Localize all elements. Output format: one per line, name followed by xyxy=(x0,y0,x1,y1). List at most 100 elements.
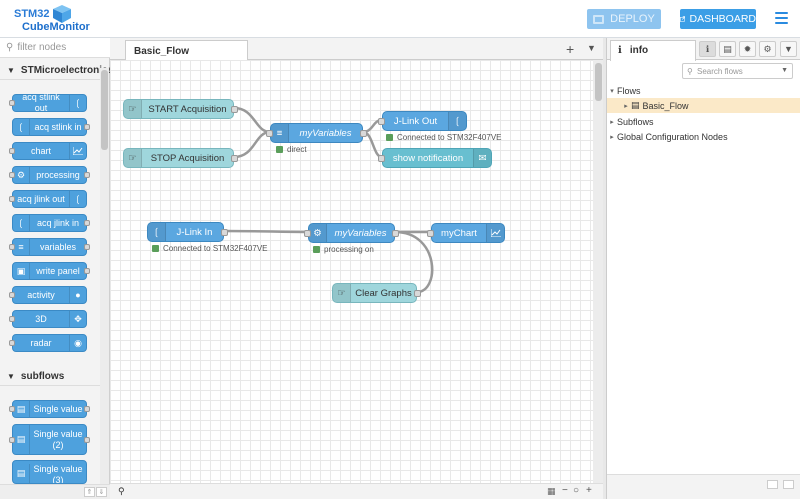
sidebar-tabs: ℹ info ℹ ▤ ✹ ⚙ ▼ xyxy=(607,38,800,60)
flow-node-show-notification[interactable]: show notification ✉ xyxy=(382,148,492,168)
palette-scrollbar[interactable] xyxy=(100,68,109,488)
expand-all-icon[interactable]: ⇓ xyxy=(96,487,107,497)
node-palette: ⚲ filter nodes ▼ STMicroelectronics acq … xyxy=(0,38,110,499)
tree-item-flows[interactable]: ▾ Flows xyxy=(607,83,800,98)
chevron-down-icon: ▼ xyxy=(7,66,15,75)
list-icon: ≡ xyxy=(271,124,289,142)
dashboard-label: DASHBOARD xyxy=(689,13,756,25)
node-label: START Acquisition xyxy=(142,104,233,115)
map-icon[interactable]: ▦ xyxy=(547,486,556,497)
flow-node-jlink-in[interactable]: ❲ J-Link In xyxy=(147,222,224,242)
collapse-all-icon[interactable]: ⇑ xyxy=(84,487,95,497)
wave-icon: ❲ xyxy=(69,191,86,207)
search-icon[interactable]: ⚲ xyxy=(118,486,125,497)
tab-label: info xyxy=(630,45,648,61)
palette-node-radar[interactable]: radar ◉ xyxy=(12,334,87,352)
hand-icon: ☞ xyxy=(124,149,142,167)
deploy-button[interactable]: DEPLOY xyxy=(587,9,661,29)
sidebar-footer xyxy=(607,474,800,499)
palette-footer: ⇑ ⇓ xyxy=(0,484,110,499)
tree-item-basic-flow[interactable]: ▸ ▤ Basic_Flow xyxy=(607,98,800,113)
deploy-icon xyxy=(593,15,604,24)
filter-placeholder: filter nodes xyxy=(17,42,66,53)
wave-icon: ❲ xyxy=(13,119,30,135)
category-subflows[interactable]: ▼ subflows xyxy=(0,368,100,386)
tab-info[interactable]: ℹ info xyxy=(610,40,696,61)
search-flows-input[interactable]: ⚲ Search flows ▼ xyxy=(682,63,793,79)
wave-icon: ❲ xyxy=(69,95,86,111)
flow-canvas[interactable]: ☞ START Acquisition ☞ STOP Acquisition ≡… xyxy=(110,60,593,486)
palette-node-activity[interactable]: activity ● xyxy=(12,286,87,304)
bug-icon[interactable]: ✹ xyxy=(739,41,756,57)
subflow-icon: ▤ xyxy=(13,425,30,454)
jlink-in-status: Connected to STM32F407VE xyxy=(152,244,268,253)
tree-item-subflows[interactable]: ▸ Subflows xyxy=(607,114,800,129)
palette-node-variables[interactable]: ≡ variables xyxy=(12,238,87,256)
subflow-icon: ▤ xyxy=(13,464,30,483)
book-icon[interactable]: ▤ xyxy=(719,41,736,57)
flow-node-stop-acquisition[interactable]: ☞ STOP Acquisition xyxy=(123,148,234,168)
palette-node-chart[interactable]: chart xyxy=(12,142,87,160)
wave-icon: ❲ xyxy=(13,215,30,231)
expand-icon[interactable] xyxy=(783,480,794,489)
node-label: Single value (2) xyxy=(30,429,86,451)
palette-node-acq-stlink-in[interactable]: ❲ acq stlink in xyxy=(12,118,87,136)
chart-icon xyxy=(486,224,504,242)
tab-basic-flow[interactable]: Basic_Flow xyxy=(125,40,248,61)
myvariables-2-status: processing on xyxy=(313,245,374,254)
filter-nodes-input[interactable]: ⚲ filter nodes xyxy=(0,38,110,58)
palette-node-processing[interactable]: ⚙ processing xyxy=(12,166,87,184)
flow-icon: ▤ xyxy=(631,100,640,111)
chevron-down-icon: ▼ xyxy=(781,67,788,74)
zoom-out-icon[interactable]: − xyxy=(562,485,568,496)
hand-icon: ☞ xyxy=(333,284,351,302)
flow-node-mychart[interactable]: myChart xyxy=(431,223,505,243)
palette-node-acq-jlink-out[interactable]: acq jlink out ❲ xyxy=(12,190,87,208)
gear-icon[interactable]: ⚙ xyxy=(759,41,776,57)
search-icon: ⚲ xyxy=(687,67,693,76)
chevron-right-icon: ▸ xyxy=(607,133,617,141)
tab-menu-icon[interactable]: ▼ xyxy=(587,43,596,53)
pin-icon[interactable] xyxy=(767,480,778,489)
node-label: processing xyxy=(30,170,86,181)
tree-label: Flows xyxy=(617,86,641,96)
zoom-in-icon[interactable]: + xyxy=(586,485,592,496)
subflow-icon: ▤ xyxy=(13,401,30,417)
node-label: acq jlink out xyxy=(13,194,69,205)
target-icon: ◉ xyxy=(69,335,86,351)
zoom-reset-icon[interactable]: ○ xyxy=(573,485,579,496)
hamburger-menu-icon[interactable] xyxy=(775,12,788,24)
expand-icon: ✥ xyxy=(69,311,86,327)
logo-line1: STM32 xyxy=(14,8,49,20)
flow-node-start-acquisition[interactable]: ☞ START Acquisition xyxy=(123,99,234,119)
info-tab-icon[interactable]: ℹ xyxy=(699,41,716,57)
wire-jlink-in-to-myvars xyxy=(224,231,308,232)
flow-node-jlink-out[interactable]: J-Link Out ❲ xyxy=(382,111,467,131)
flow-node-myvariables-1[interactable]: ≡ myVariables xyxy=(270,123,363,143)
flow-node-myvariables-2[interactable]: ⚙ myVariables xyxy=(308,223,395,243)
jlink-out-status: Connected to STM32F407VE xyxy=(386,133,502,142)
chevron-down-icon[interactable]: ▼ xyxy=(780,41,797,57)
palette-node-3d[interactable]: 3D ✥ xyxy=(12,310,87,328)
category-stmicroelectronics[interactable]: ▼ STMicroelectronics xyxy=(0,62,100,80)
flow-node-clear-graphs[interactable]: ☞ Clear Graphs xyxy=(332,283,417,303)
palette-node-single-value-3[interactable]: ▤ Single value (3) xyxy=(12,460,87,484)
list-icon: ≡ xyxy=(13,239,30,255)
tree-label: Basic_Flow xyxy=(643,101,689,111)
node-label: variables xyxy=(30,242,86,253)
dashboard-button[interactable]: DASHBOARD xyxy=(680,9,756,29)
add-tab-icon[interactable]: + xyxy=(566,41,574,57)
node-label: activity xyxy=(13,290,69,301)
node-label: Single value (3) xyxy=(30,464,86,484)
gear-icon: ⚙ xyxy=(309,224,327,242)
tree-label: Global Configuration Nodes xyxy=(617,132,728,142)
tree-item-global-config[interactable]: ▸ Global Configuration Nodes xyxy=(607,129,800,144)
header: STM32 CubeMonitor DEPLOY DASHBOARD xyxy=(0,0,800,38)
palette-node-acq-stlink-out[interactable]: acq stlink out ❲ xyxy=(12,94,87,112)
palette-node-acq-jlink-in[interactable]: ❲ acq jlink in xyxy=(12,214,87,232)
palette-node-write-panel[interactable]: ▣ write panel xyxy=(12,262,87,280)
tree-label: Subflows xyxy=(617,117,654,127)
chevron-right-icon: ▸ xyxy=(621,102,631,110)
palette-node-single-value[interactable]: ▤ Single value xyxy=(12,400,87,418)
palette-node-single-value-2[interactable]: ▤ Single value (2) xyxy=(12,424,87,455)
